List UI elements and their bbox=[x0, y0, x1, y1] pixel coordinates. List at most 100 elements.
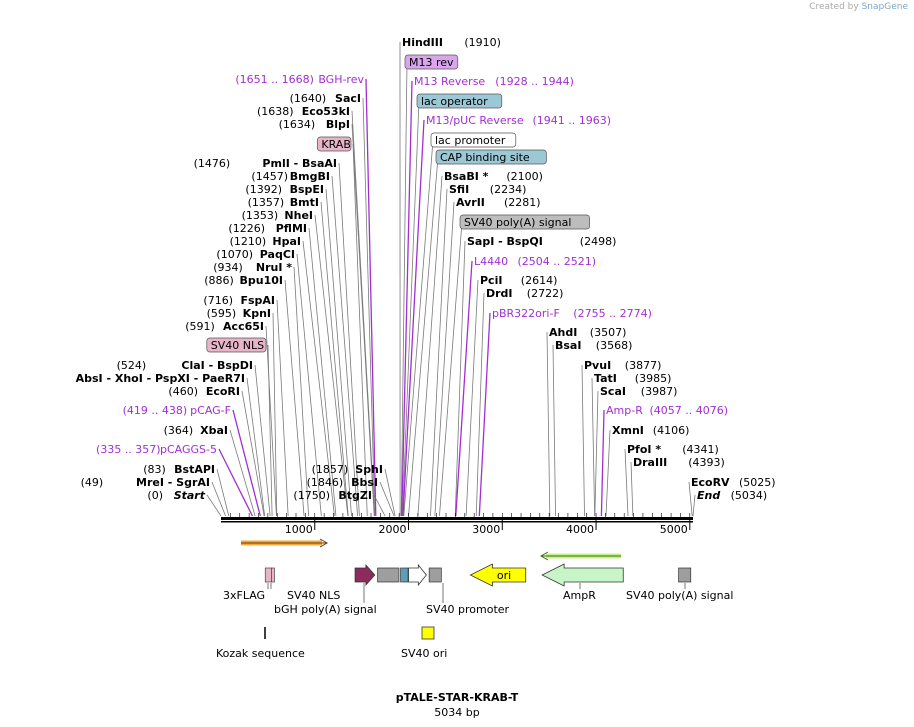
leader-line bbox=[594, 390, 599, 517]
feature-tag-label: SV40 NLS bbox=[211, 339, 264, 352]
site-position: (524) bbox=[117, 359, 147, 372]
leader-line bbox=[265, 325, 277, 517]
feature-name-label: AmpR bbox=[563, 589, 596, 602]
feature-3xflag bbox=[264, 567, 272, 583]
leader-line bbox=[546, 331, 551, 517]
site-sapi-bspqi: SapI - BspQI(2498) bbox=[467, 235, 616, 248]
site-name: MreI - SgrAI bbox=[136, 476, 210, 489]
site-position: (4057 .. 4076) bbox=[650, 404, 729, 417]
leader-line bbox=[218, 448, 253, 517]
feature-arrow bbox=[354, 563, 376, 587]
site-l4440: L4440(2504 .. 2521) bbox=[474, 255, 596, 268]
leader-line bbox=[455, 260, 473, 517]
site-position: (2100) bbox=[506, 170, 543, 183]
site-blpi: BlpI(1634) bbox=[279, 118, 350, 131]
site-name: AvrII bbox=[456, 196, 485, 209]
site-position: (5034) bbox=[731, 489, 768, 502]
site-pmli-bsaai: PmlI - BsaAI(1476) bbox=[194, 157, 337, 170]
feature-name-label: SV40 poly(A) signal bbox=[626, 589, 733, 602]
leader-line bbox=[302, 240, 335, 517]
site-position: (2722) bbox=[527, 287, 564, 300]
site-bpu10i: Bpu10I(886) bbox=[204, 274, 283, 287]
plasmid-length: 5034 bp bbox=[434, 706, 479, 719]
site-position: (934) bbox=[213, 261, 243, 274]
leader-line bbox=[338, 162, 360, 517]
feature-tag-box bbox=[435, 149, 547, 165]
site-start: Start(0) bbox=[147, 489, 205, 502]
site-hpai: HpaI(1210) bbox=[230, 235, 301, 248]
site-position: (1634) bbox=[279, 118, 316, 131]
feature-tag-label: SV40 poly(A) signal bbox=[464, 216, 571, 229]
leader-line bbox=[276, 299, 289, 517]
leader-line bbox=[454, 240, 466, 517]
site-nrui-: NruI * (934) bbox=[213, 261, 292, 274]
site-name: EcoRI bbox=[206, 385, 240, 398]
site-lac-promoter: lac promoter bbox=[430, 132, 517, 148]
feature-arrow bbox=[541, 563, 624, 587]
leader-line bbox=[206, 494, 222, 517]
site-name: M13 Reverse bbox=[414, 75, 485, 88]
site-position: (2504 .. 2521) bbox=[518, 255, 597, 268]
site-name: PaqCI bbox=[260, 248, 295, 261]
site-position: (49) bbox=[81, 476, 104, 489]
site-name: HpaI bbox=[272, 235, 301, 248]
site-position: (1846) bbox=[307, 476, 344, 489]
leader-line bbox=[331, 175, 359, 517]
site-m13-reverse: M13 Reverse(1928 .. 1944) bbox=[414, 75, 574, 88]
site-krab: KRAB bbox=[317, 136, 352, 152]
leader-line bbox=[351, 110, 375, 517]
tick-label: 3000 bbox=[472, 523, 500, 536]
site-absi-xhoi-pspxi-paer7i: AbsI - XhoI - PspXI - PaeR7I(466) bbox=[76, 372, 245, 385]
feature-krab bbox=[354, 563, 376, 587]
site-position: (1353) bbox=[242, 209, 279, 222]
site-name: AhdI bbox=[549, 326, 577, 339]
site-name: pCAG-F bbox=[190, 404, 231, 417]
leader-line bbox=[351, 123, 375, 517]
leader-line bbox=[293, 266, 309, 517]
site-position: (1910) bbox=[464, 36, 501, 49]
site-clai-bspdi: ClaI - BspDI (524) bbox=[117, 359, 253, 372]
feature-name-label: bGH poly(A) signal bbox=[274, 603, 377, 616]
site-position: (886) bbox=[204, 274, 234, 287]
site-name: XbaI bbox=[200, 424, 228, 437]
feature-tag-box bbox=[416, 93, 503, 109]
site-position: (335 .. 357) bbox=[96, 443, 161, 456]
feature-tag-label: M13 rev bbox=[409, 56, 454, 69]
tick-label: 2000 bbox=[379, 523, 407, 536]
site-name: DraIII bbox=[633, 456, 667, 469]
site-xmni: XmnI(4106) bbox=[612, 424, 689, 437]
site-name: pCAGGS-5 bbox=[160, 443, 217, 456]
site-name: SfiI bbox=[449, 183, 469, 196]
watermark-text: Created by bbox=[809, 2, 859, 12]
feature-arrow-label: ori bbox=[497, 569, 511, 582]
leader-line bbox=[320, 201, 349, 517]
sv40-ori-box bbox=[421, 626, 435, 640]
leader-line bbox=[403, 139, 434, 517]
site-name: NruI * bbox=[256, 261, 292, 274]
tick-label: 1000 bbox=[285, 523, 313, 536]
site-kpni: KpnI(595) bbox=[207, 307, 271, 320]
site-sfii: SfiI(2234) bbox=[449, 183, 526, 196]
site-position: (4341) bbox=[682, 443, 719, 456]
site-name: SphI bbox=[355, 463, 383, 476]
site-position: (591) bbox=[185, 320, 215, 333]
leader-line bbox=[402, 100, 420, 517]
site-acc65i: Acc65I(591) bbox=[185, 320, 264, 333]
site-name: End bbox=[697, 489, 720, 502]
site-position: (1750) bbox=[293, 489, 330, 502]
site-bspei: BspEI(1392) bbox=[245, 183, 324, 196]
site-name: ClaI - BspDI bbox=[181, 359, 253, 372]
site-name: PfoI * bbox=[627, 443, 661, 456]
sv40-ori-label: SV40 ori bbox=[401, 647, 447, 660]
site-name: AbsI - XhoI - PspXI - PaeR7I bbox=[76, 372, 245, 385]
site-position: (1857) bbox=[312, 463, 349, 476]
site-position: (1392) bbox=[245, 183, 282, 196]
feature-sv40-promoter bbox=[428, 567, 442, 583]
feature-tag-box bbox=[317, 136, 352, 152]
leader-line bbox=[384, 468, 396, 517]
leader-line bbox=[325, 188, 352, 517]
site-name: BtgZI bbox=[338, 489, 372, 502]
site-position: (1226) bbox=[228, 222, 265, 235]
